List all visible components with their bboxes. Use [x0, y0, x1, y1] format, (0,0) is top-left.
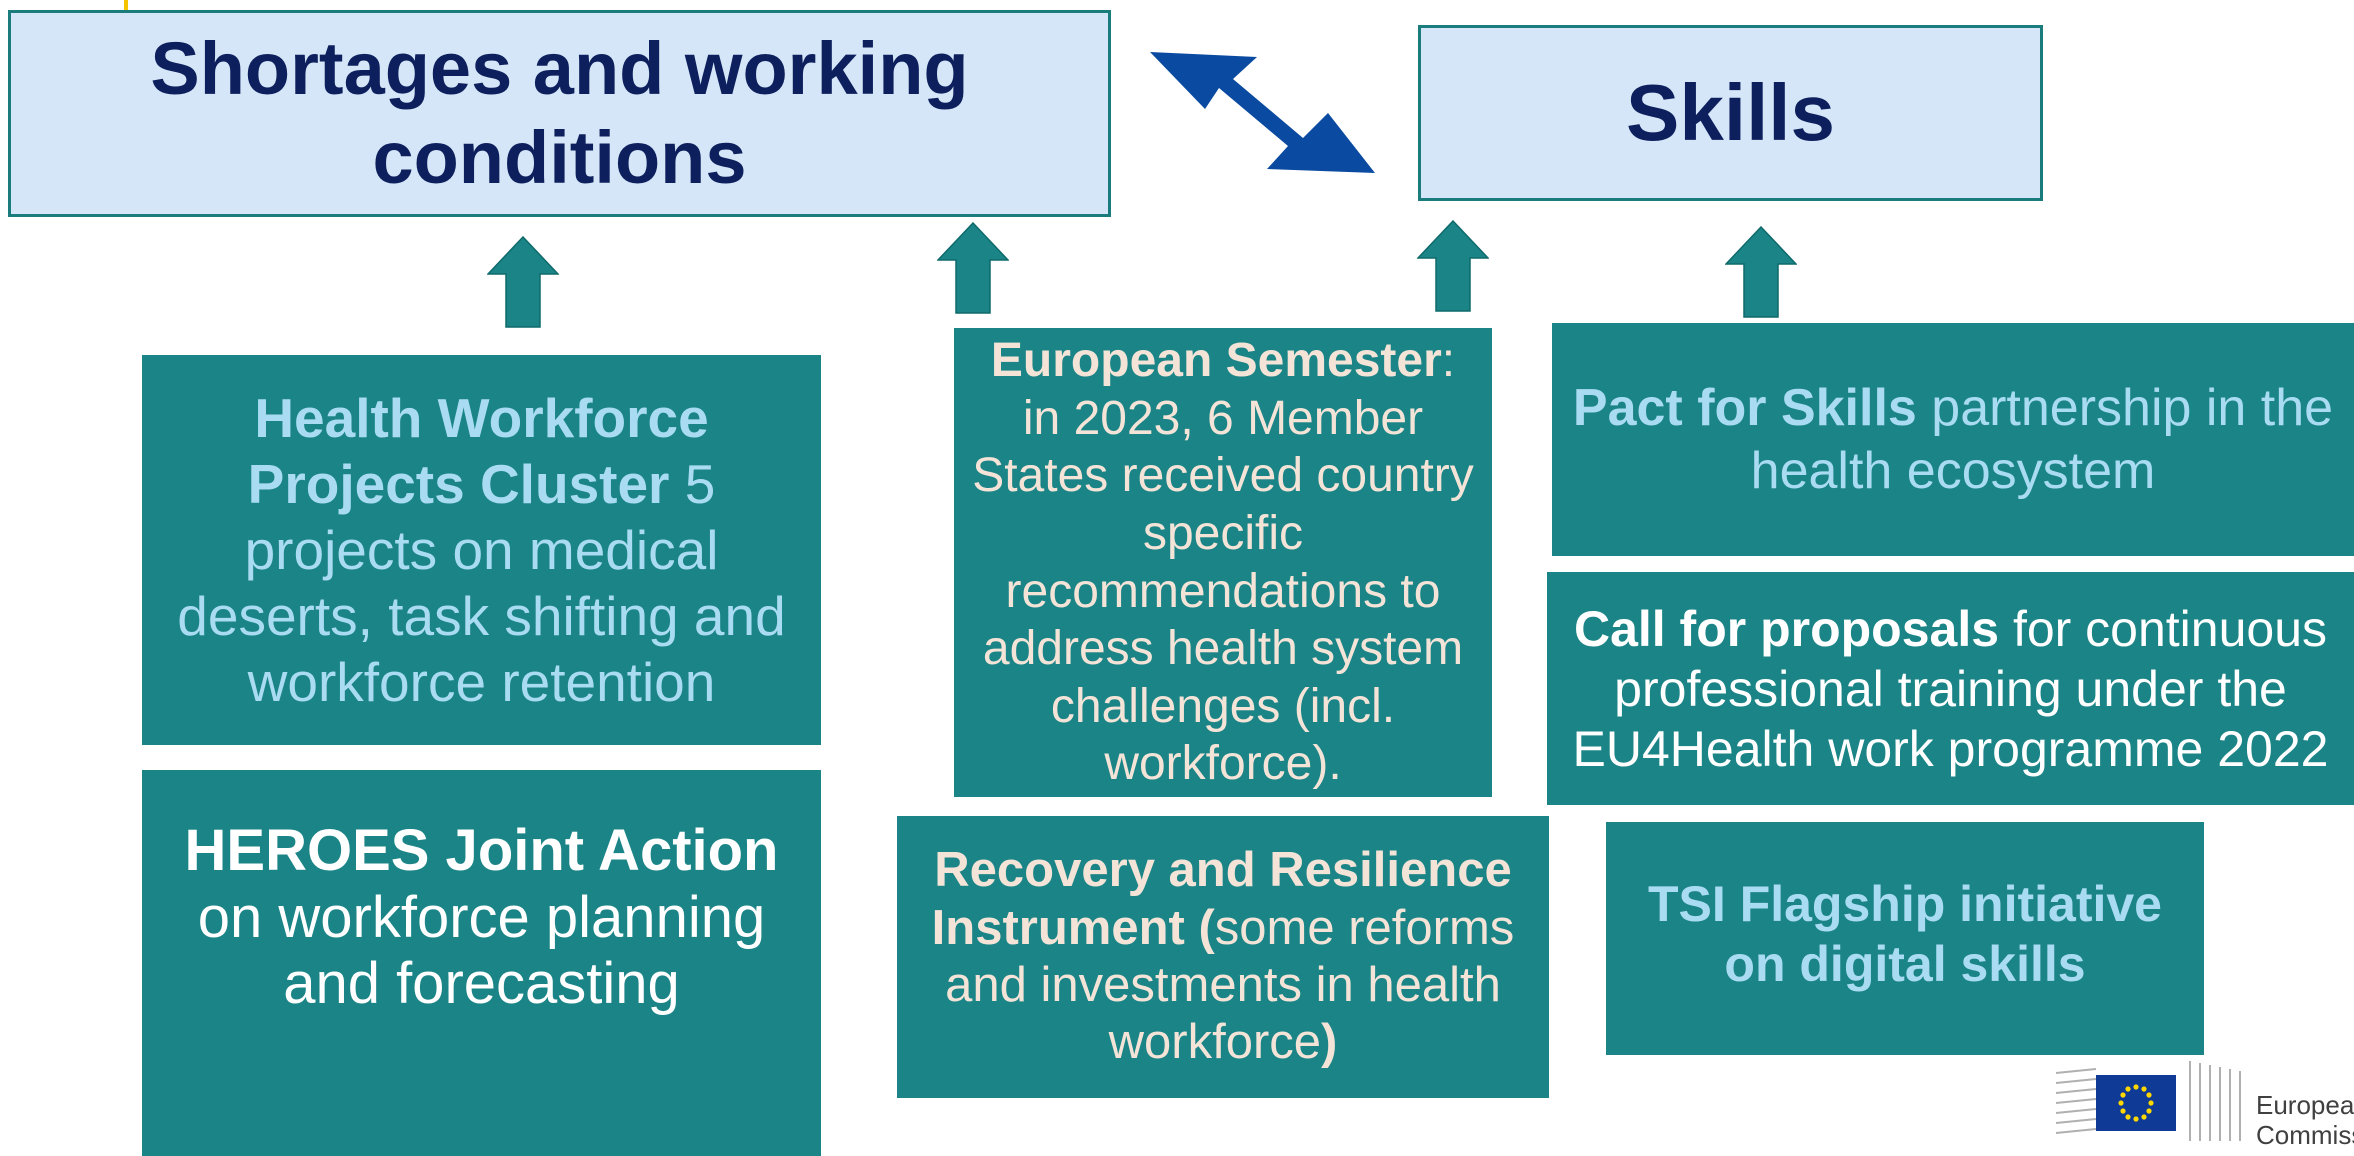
header-shortages: Shortages and working conditions	[8, 10, 1111, 217]
eu-logo-graphic-icon	[2055, 1061, 2241, 1141]
rri-text: some reforms and investments in health w…	[945, 900, 1515, 1070]
logo-line-1: European	[2256, 1090, 2354, 1120]
box-pact-for-skills: Pact for Skills partnership in the healt…	[1552, 323, 2354, 556]
box-recovery-resilience: Recovery and Resilience Instrument (some…	[897, 816, 1549, 1098]
logo-line-2: Commission	[2256, 1119, 2354, 1150]
box-call-for-proposals: Call for proposals for continuous profes…	[1547, 572, 2354, 805]
rri-close: )	[1321, 1015, 1338, 1070]
hwpc-text: 5 projects on medical deserts, task shif…	[177, 453, 786, 713]
header-shortages-text: Shortages and working conditions	[150, 26, 969, 199]
call-title: Call for proposals	[1573, 600, 2000, 657]
heroes-title: HEROES Joint Action	[184, 817, 779, 883]
call-text: for continuous professional training und…	[1572, 600, 2329, 777]
pact-text: partnership in the health ecosystem	[1750, 379, 2334, 500]
accent-mark	[124, 0, 128, 10]
tsi-text: TSI Flagship initiative on digital skill…	[1648, 875, 2162, 992]
rri-title: Recovery and Resilience Instrument (	[931, 843, 1512, 955]
heroes-text: on workforce planning and forecasting	[197, 884, 766, 1017]
semester-title: European Semester	[990, 334, 1442, 388]
box-health-workforce-cluster: Health Workforce Projects Cluster 5 proj…	[142, 355, 821, 745]
box-heroes: HEROES Joint Action on workforce plannin…	[142, 770, 821, 1156]
up-arrow-icon	[487, 236, 559, 328]
european-commission-logo: European Commission	[2054, 1055, 2354, 1156]
pact-title: Pact for Skills	[1572, 379, 1917, 438]
hwpc-title: Health Workforce Projects Cluster	[247, 387, 709, 515]
box-tsi-flagship: TSI Flagship initiative on digital skill…	[1606, 822, 2204, 1055]
box-european-semester: European Semester: in 2023, 6 Member Sta…	[954, 328, 1492, 797]
header-skills: Skills	[1418, 25, 2043, 201]
header-skills-text: Skills	[1625, 68, 1836, 157]
up-arrow-icon	[1417, 220, 1489, 312]
up-arrow-icon	[937, 222, 1009, 314]
double-arrow-icon	[1150, 52, 1375, 173]
logo-text: European Commission	[2256, 1090, 2354, 1151]
semester-text: : in 2023, 6 Member States received coun…	[972, 334, 1474, 791]
up-arrow-icon	[1725, 226, 1797, 318]
